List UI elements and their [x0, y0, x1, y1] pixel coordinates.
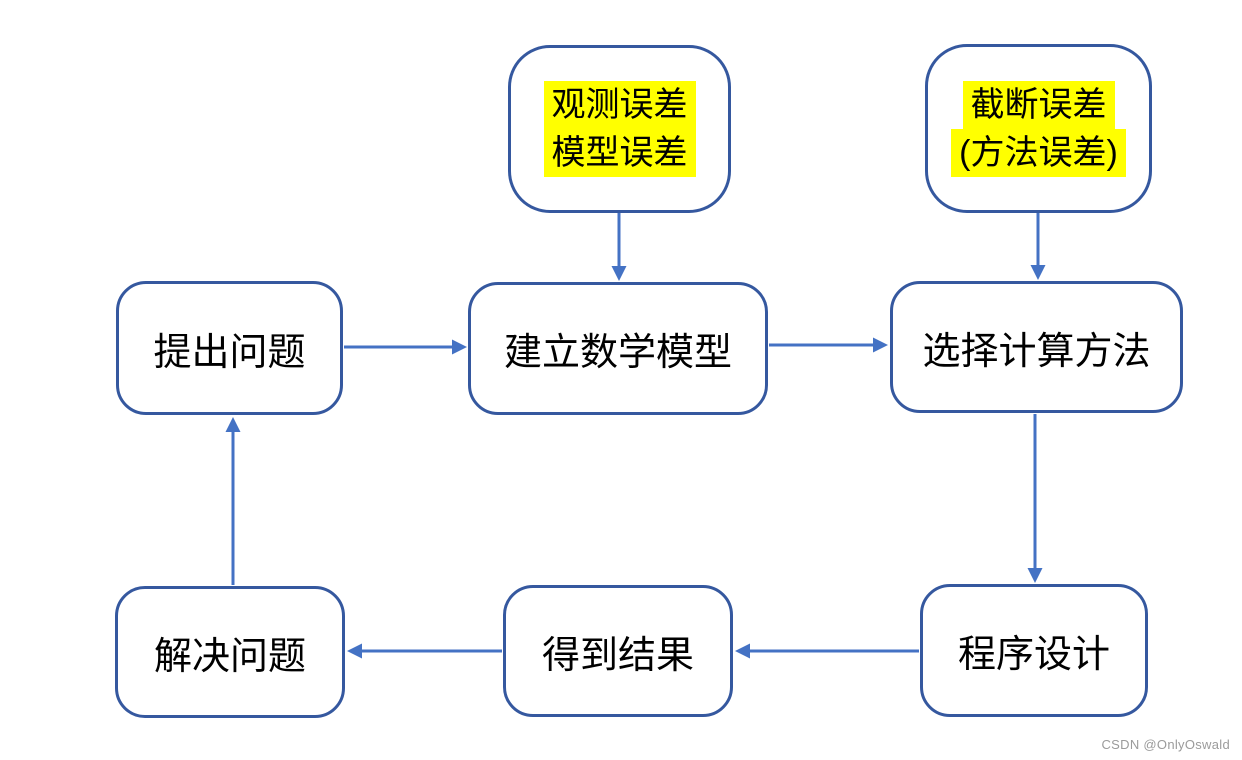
node-choose-method: 选择计算方法 — [890, 281, 1183, 413]
node-label: 得到结果 — [541, 634, 694, 677]
node-label: 提出问题 — [153, 331, 306, 374]
highlighted-label-line: 观测误差 — [543, 81, 696, 129]
node-label: 程序设计 — [957, 634, 1110, 676]
node-build-model: 建立数学模型 — [468, 282, 768, 415]
watermark: CSDN @OnlyOswald — [1101, 737, 1230, 752]
highlighted-label-line: 截断误差 — [962, 80, 1115, 129]
node-truncation-error: 截断误差 (方法误差) — [925, 44, 1152, 213]
node-raise-problem: 提出问题 — [116, 281, 343, 415]
node-label: 建立数学模型 — [503, 332, 732, 374]
node-observation-error: 观测误差 模型误差 — [508, 45, 731, 213]
highlighted-label-line: (方法误差) — [951, 128, 1126, 177]
node-label: 解决问题 — [153, 635, 306, 678]
node-program-design: 程序设计 — [920, 584, 1148, 717]
node-label: 选择计算方法 — [922, 330, 1151, 373]
highlighted-label-line: 模型误差 — [543, 129, 696, 177]
node-get-result: 得到结果 — [503, 585, 733, 717]
node-solve-problem: 解决问题 — [115, 586, 345, 718]
